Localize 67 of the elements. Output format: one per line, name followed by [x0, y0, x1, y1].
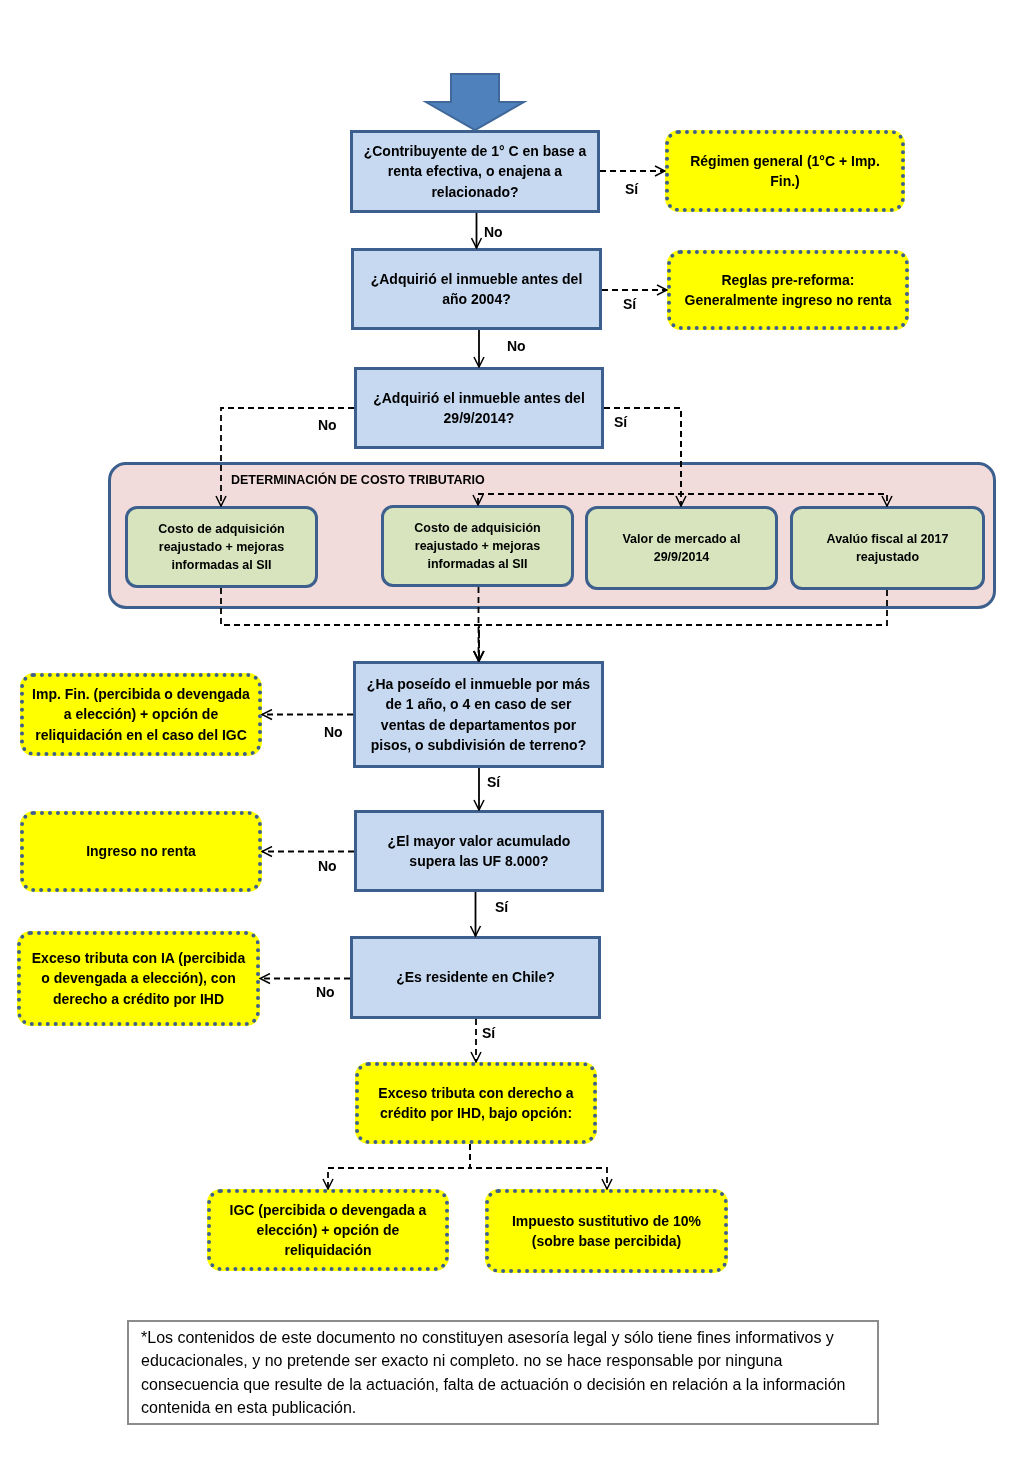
edge-label: No — [324, 724, 343, 740]
cost-option-box — [790, 506, 985, 590]
cost-option-box — [125, 506, 318, 588]
result-box — [667, 250, 909, 330]
edge-label: No — [484, 224, 503, 240]
group-heading: DETERMINACIÓN DE COSTO TRIBUTARIO — [231, 473, 485, 487]
box-text: IGC (percibida o devengada a elección) + opción de reliquidación — [228, 1200, 428, 1261]
cost-option-box — [381, 505, 574, 587]
box-text: Exceso tributa con IA (percibida o devengada a elección), con derecho a crédito por IHD — [30, 949, 247, 1009]
box-text: ¿Ha poseído el inmueble por más de 1 año, o 4 en caso de ser ventas de departamentos por pisos, o subdivisión de terreno? — [365, 674, 592, 755]
edge-label: Sí — [482, 1025, 496, 1041]
decision-box — [354, 367, 604, 449]
box-text: Avalúo fiscal al 2017 reajustado — [825, 530, 950, 566]
box-text: Exceso tributa con derecho a crédito por IHD, bajo opción: — [377, 1083, 575, 1123]
box-text: ¿Es residente en Chile? — [396, 968, 555, 988]
edge-label: Sí — [487, 774, 501, 790]
box-text: ¿Adquirió el inmueble antes del año 2004? — [369, 269, 584, 309]
box-text: ¿Contribuyente de 1° C en base a renta efectiva, o enajena a relacionado? — [362, 142, 588, 202]
disclaimer-text: *Los contenidos de este documento no constituyen asesoría legal y sólo tiene fines informativos y educacionales, y no pretende ser exacto ni completo. no se hace responsable por ninguna consecuencia que resulte de la actuación, falta de actuación o decisión en relación a la información contenida en esta publicación. — [141, 1328, 847, 1418]
decision-box — [350, 936, 601, 1019]
cost-option-box — [585, 506, 778, 590]
result-box — [20, 673, 262, 756]
arrow — [215, 407, 355, 507]
arrow — [470, 1018, 482, 1063]
box-text: ¿Adquirió el inmueble antes del 29/9/2014? — [372, 388, 586, 428]
arrow — [599, 165, 666, 177]
arrow — [261, 845, 355, 858]
box-text: Reglas pre-reforma: Generalmente ingreso no renta — [683, 270, 893, 310]
disclaimer-box — [127, 1320, 879, 1425]
box-text: ¿El mayor valor acumulado supera las UF 8.000? — [386, 831, 572, 871]
result-box — [17, 931, 260, 1026]
box-text: Ingreso no renta — [86, 842, 196, 862]
edge-label: Sí — [623, 296, 637, 312]
edge-label: No — [318, 417, 337, 433]
result-box — [20, 811, 262, 892]
box-text: Imp. Fin. (percibida o devengada a elección) + opción de reliquidación en el caso del IGC — [32, 685, 250, 745]
arrow — [473, 589, 888, 662]
group-panel — [108, 462, 996, 609]
edge-label: No — [316, 984, 335, 1000]
arrow — [259, 972, 351, 985]
box-text: Costo de adquisición reajustado + mejoras informadas al SII — [413, 519, 542, 574]
arrow — [261, 708, 354, 721]
edge-label: Sí — [495, 899, 509, 915]
edge-label: Sí — [625, 181, 639, 197]
edge-label: Sí — [614, 414, 628, 430]
block-arrow — [422, 73, 528, 132]
edge-label: No — [318, 858, 337, 874]
edge-label: No — [507, 338, 526, 354]
decision-box — [351, 248, 602, 330]
box-text: Costo de adquisición reajustado + mejoras informadas al SII — [157, 520, 286, 575]
box-text: Régimen general (1°C + Imp. Fin.) — [689, 151, 881, 191]
box-text: Valor de mercado al 29/9/2014 — [621, 530, 742, 566]
arrow — [601, 284, 668, 296]
result-box — [485, 1189, 728, 1273]
decision-box — [354, 810, 604, 892]
result-box — [665, 130, 905, 212]
arrow — [472, 586, 485, 662]
arrow — [473, 767, 485, 811]
arrow — [469, 1143, 613, 1190]
arrow — [469, 891, 482, 937]
result-box — [355, 1062, 597, 1144]
box-text: Impuesto sustitutivo de 10% (sobre base percibida) — [510, 1211, 702, 1251]
decision-box — [350, 130, 600, 213]
arrow — [473, 329, 485, 368]
result-box — [207, 1189, 449, 1271]
decision-box — [353, 661, 604, 768]
arrow — [470, 212, 483, 249]
